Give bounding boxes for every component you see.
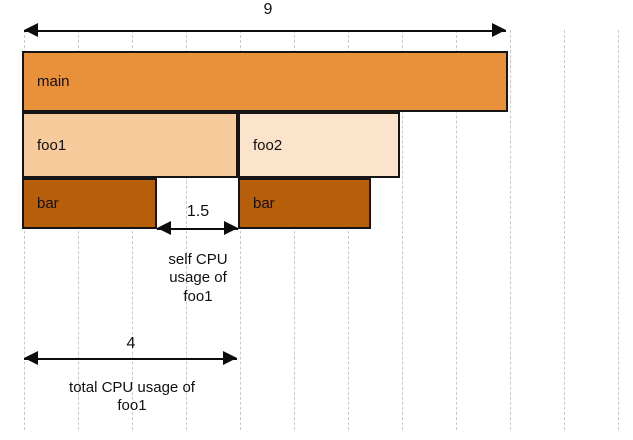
measure-value-total-cpu-foo1: 4 <box>126 335 136 352</box>
arrow-shaft <box>24 30 506 32</box>
measure-value-self-cpu-foo1: 1.5 <box>186 203 210 220</box>
gridline-10 <box>564 30 565 430</box>
gridline-6 <box>348 30 349 430</box>
frame-label: bar <box>37 195 59 212</box>
frame-label: foo1 <box>37 136 67 154</box>
arrow-head-right-icon <box>224 221 238 235</box>
caption-line: self CPU <box>168 251 228 268</box>
frame-main[interactable]: main <box>22 51 508 112</box>
frame-bar-left[interactable]: bar <box>22 178 157 229</box>
caption-line: foo1 <box>117 397 147 415</box>
gridline-7 <box>402 30 403 430</box>
gridline-4 <box>240 30 241 430</box>
gridline-2 <box>132 30 133 430</box>
arrow-head-right-icon <box>223 351 237 365</box>
frame-bar-right[interactable]: bar <box>238 178 371 229</box>
frame-label: foo2 <box>253 136 283 154</box>
measure-value-total-width: 9 <box>263 1 273 18</box>
frame-foo1[interactable]: foo1 <box>22 112 238 178</box>
gridline-11 <box>618 30 619 430</box>
caption-line: foo1 <box>183 287 213 305</box>
arrow-head-left-icon <box>24 351 38 365</box>
gridline-3 <box>186 30 187 430</box>
gridline-8 <box>456 30 457 430</box>
caption-line: usage of <box>169 269 227 287</box>
arrow-head-right-icon <box>492 23 506 37</box>
frame-foo2[interactable]: foo2 <box>238 112 400 178</box>
arrow-shaft <box>24 358 237 360</box>
frame-label: main <box>37 73 70 90</box>
arrow-head-left-icon <box>24 23 38 37</box>
arrow-head-left-icon <box>157 221 171 235</box>
gridline-0 <box>24 30 25 430</box>
frame-label: bar <box>253 195 275 212</box>
gridline-9 <box>510 30 511 430</box>
arrow-shaft <box>157 228 238 230</box>
gridline-1 <box>78 30 79 430</box>
caption-line: total CPU usage of <box>69 379 195 396</box>
gridline-5 <box>294 30 295 430</box>
